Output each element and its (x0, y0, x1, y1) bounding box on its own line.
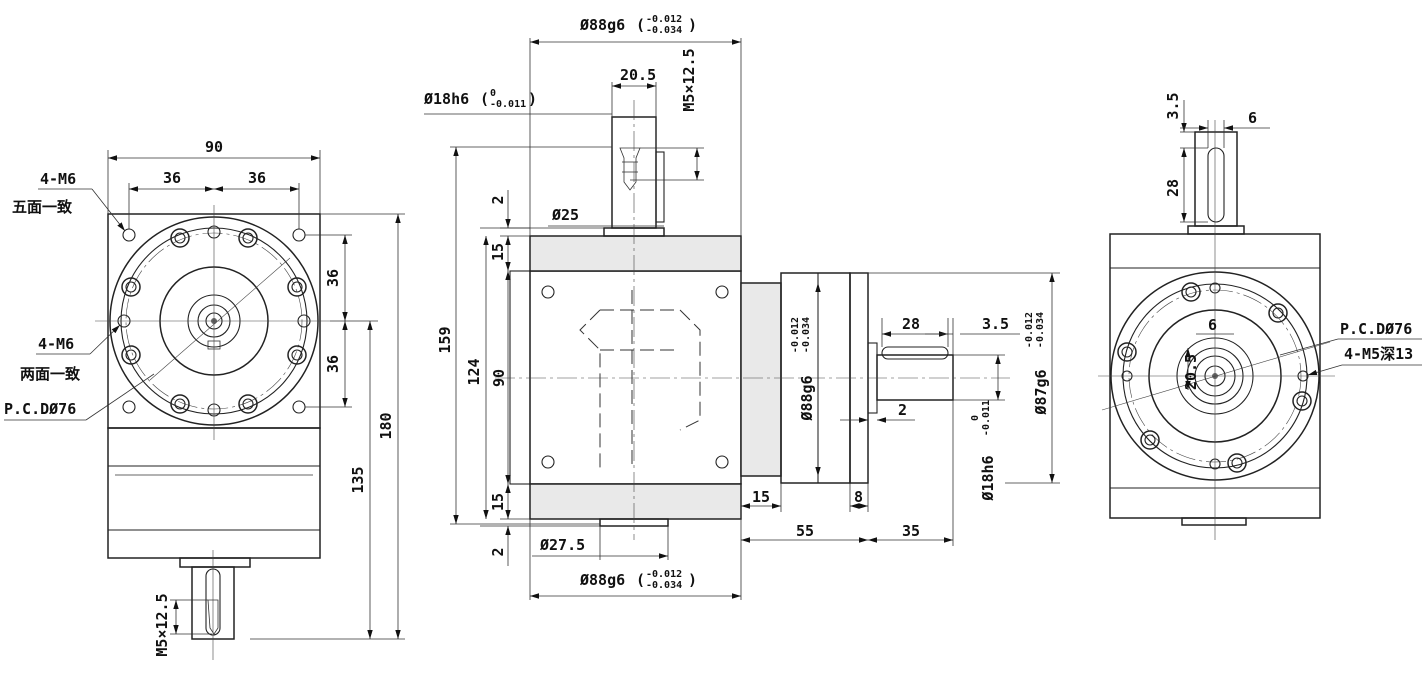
front-dim-bolt-left: 36 (163, 169, 181, 187)
side-top-key-length: 20.5 (620, 66, 656, 84)
side-dim-8: 8 (854, 488, 863, 506)
front-body-housing (107, 427, 321, 559)
side-output-shaft-tol-lower: -0.011 (981, 400, 992, 436)
front-dim-bolt-right: 36 (248, 169, 266, 187)
front-dim-overall-height: 180 (377, 412, 395, 439)
side-bottom-flange-tol-lower: -0.034 (646, 580, 682, 591)
side-output-key-offset: 3.5 (982, 315, 1009, 333)
end-shaft-key-height: 20.5 (1182, 354, 1200, 390)
end-pcd-label: P.C.DØ76 (1340, 320, 1412, 338)
svg-text:): ) (688, 16, 697, 34)
side-top-shaft-dia: Ø18h6 (423, 90, 469, 108)
end-shaft-keyway (1207, 147, 1225, 223)
front-dim-body-height: 135 (349, 466, 367, 493)
side-dim-bottom-flange: 15 (489, 493, 507, 511)
corner-hole-bl (122, 400, 136, 414)
side-right-flange-tol-upper: -0.012 (790, 317, 801, 353)
front-bolt-heads (121, 228, 307, 414)
side-top-flange-dia: Ø88g6 (579, 16, 625, 34)
side-top-boss-dia: Ø25 (551, 206, 579, 224)
side-bottom-boss-dia: Ø27.5 (539, 536, 585, 554)
front-shaft-shoulder (179, 557, 251, 568)
side-top-shaft-tol-upper: 0 (490, 88, 496, 99)
end-view: 3.5 28 6 6 20.5 P.C.DØ76 4-M5深13 (1098, 92, 1422, 540)
side-right-flange-tol-lower: -0.034 (801, 317, 812, 353)
svg-text:): ) (688, 571, 697, 589)
corner-hole-br (292, 400, 306, 414)
front-shaft-thread: M5×12.5 (153, 593, 171, 656)
side-top-flange-tol-lower: -0.034 (646, 25, 682, 36)
side-top-shaft-tol-lower: -0.011 (490, 99, 526, 110)
side-dim-15: 15 (752, 488, 770, 506)
side-dim-35: 35 (902, 522, 920, 540)
side-output-pilot-tol-lower: -0.034 (1035, 312, 1046, 348)
front-shaft-thread-hole (207, 599, 219, 635)
front-dim-width: 90 (205, 138, 223, 156)
side-body (529, 270, 742, 485)
side-top-flange (529, 235, 742, 272)
end-bolt-heads (1117, 282, 1312, 473)
side-output-shaft-tol-upper: 0 (970, 415, 981, 421)
side-dim-top-gap: 2 (489, 195, 507, 204)
side-hidden-gears (579, 290, 701, 470)
callout-b-note: 两面一致 (20, 365, 81, 383)
front-dim-vert-lower: 36 (324, 355, 342, 373)
side-dim-top-flange: 15 (489, 243, 507, 261)
side-output-key-length: 28 (902, 315, 920, 333)
side-output-shaft-dia: Ø18h6 (979, 455, 997, 501)
svg-text:(: ( (480, 90, 489, 108)
end-key-width: 6 (1248, 109, 1257, 127)
svg-text:(: ( (636, 16, 645, 34)
callout-b-thread: 4-M6 (38, 335, 74, 353)
side-output-key (881, 346, 949, 360)
end-top-shaft (1194, 131, 1238, 227)
side-top-thread-hole (619, 147, 641, 191)
side-view: Ø88g6 ( -0.012 -0.034 ) 20.5 M5×12.5 Ø18… (423, 14, 1060, 600)
side-output-collar (740, 282, 782, 477)
side-top-flange-tol-upper: -0.012 (646, 14, 682, 25)
side-top-thread: M5×12.5 (680, 48, 698, 111)
side-output-pilot-dia: Ø87g6 (1032, 369, 1050, 415)
end-holes-label: 4-M5深13 (1344, 345, 1413, 363)
side-dim-width: 90 (490, 369, 508, 387)
side-dim-body: 124 (465, 358, 483, 385)
side-output-pilot-tol-upper: -0.012 (1024, 312, 1035, 348)
svg-text:(: ( (636, 571, 645, 589)
svg-text:): ) (528, 90, 537, 108)
end-shaft-key-width: 6 (1208, 316, 1217, 334)
corner-hole-tr (292, 228, 306, 242)
side-bottom-flange-tol-upper: -0.012 (646, 569, 682, 580)
side-dim-55: 55 (796, 522, 814, 540)
side-output-shaft (876, 354, 954, 401)
callout-a-thread: 4-M6 (40, 170, 76, 188)
front-pcd-label: P.C.DØ76 (4, 400, 76, 418)
end-key-offset: 3.5 (1164, 92, 1182, 119)
end-key-length: 28 (1164, 179, 1182, 197)
side-dim-bottom-gap: 2 (489, 547, 507, 556)
side-shoulder-gap: 2 (898, 401, 907, 419)
side-bottom-flange (529, 483, 742, 520)
side-bottom-flange-dia: Ø88g6 (579, 571, 625, 589)
front-view: 90 36 36 36 36 180 135 4-M6 五面一致 4-M6 两面… (4, 138, 405, 660)
callout-a-note: 五面一致 (12, 198, 73, 216)
front-dim-vert-upper: 36 (324, 269, 342, 287)
side-dim-overall: 159 (436, 326, 454, 353)
side-right-flange-dia: Ø88g6 (798, 375, 816, 421)
